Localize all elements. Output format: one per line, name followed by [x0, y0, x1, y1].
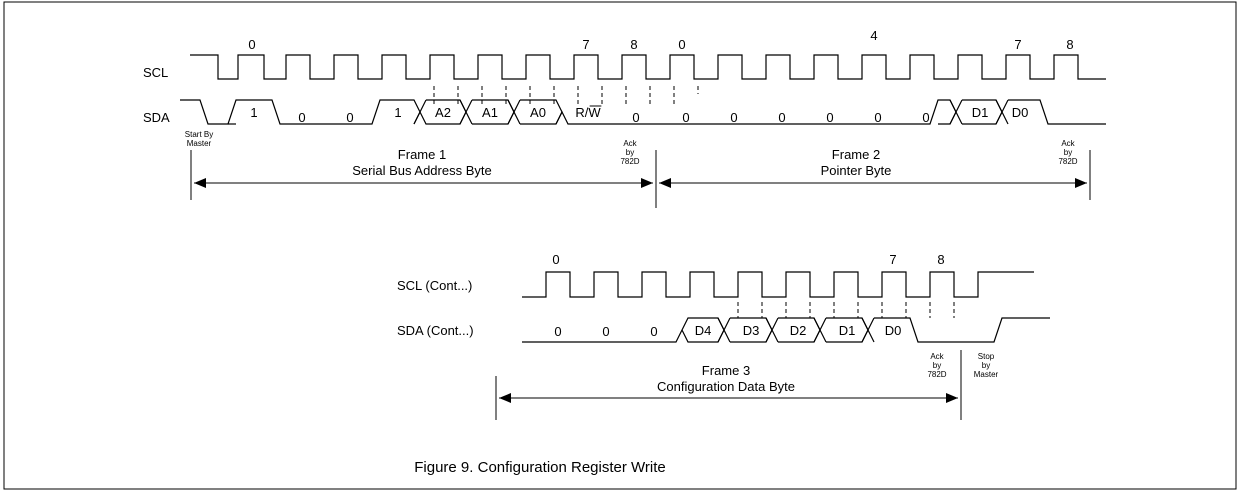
clock-number: 0 — [248, 37, 255, 52]
sda-cont-bit: D3 — [743, 323, 760, 338]
scl-cont-waveform — [522, 271, 1034, 298]
frame3-title: Frame 3 — [702, 363, 750, 378]
sda-bit: 0 — [922, 110, 929, 125]
figure-caption: Figure 9. Configuration Register Write — [414, 459, 666, 476]
stop-label: by — [982, 361, 990, 370]
ack-label: 782D — [927, 370, 946, 379]
sda-cont-bit: D4 — [695, 323, 712, 338]
sampling-marks-cont — [737, 302, 955, 318]
sda-cont-label: SDA (Cont...) — [397, 323, 474, 338]
sda-cont-waveform — [522, 317, 1050, 343]
sda-bit: A1 — [482, 105, 498, 120]
clock-number: 0 — [552, 252, 559, 267]
ack-label: 782D — [620, 157, 639, 166]
sda-cont-bit: 0 — [554, 324, 561, 339]
ack-label: by — [933, 361, 941, 370]
scl-waveform — [190, 54, 1106, 80]
clock-number: 8 — [630, 37, 637, 52]
clock-number: 8 — [1066, 37, 1073, 52]
scl-cont-label: SCL (Cont...) — [397, 278, 472, 293]
sda-cont-bit: D2 — [790, 323, 807, 338]
clock-number: 7 — [889, 252, 896, 267]
sda-bit: D0 — [1012, 105, 1029, 120]
clock-number: 4 — [870, 28, 877, 43]
start-label: Start By — [185, 130, 213, 139]
sda-bit: 0 — [778, 110, 785, 125]
stop-label: Stop — [978, 352, 995, 361]
start-label: Master — [187, 139, 212, 148]
sda-waveform — [180, 99, 1106, 125]
sda-bit: D1 — [972, 105, 989, 120]
clock-number: 0 — [678, 37, 685, 52]
ack-label: Ack — [930, 352, 944, 361]
frame1-title: Frame 1 — [398, 147, 446, 162]
sda-bit: 0 — [730, 110, 737, 125]
sampling-marks — [433, 86, 699, 104]
sda-bit: A2 — [435, 105, 451, 120]
sda-cont-bit: 0 — [602, 324, 609, 339]
clock-number: 7 — [582, 37, 589, 52]
sda-bit: 0 — [874, 110, 881, 125]
sda-bit: 1 — [250, 105, 257, 120]
ack-label: by — [1064, 148, 1072, 157]
sda-cont-bit: D0 — [885, 323, 902, 338]
sda-label: SDA — [143, 110, 170, 125]
ack-label: by — [626, 148, 634, 157]
sda-bit: 0 — [632, 110, 639, 125]
sda-bit: 0 — [346, 110, 353, 125]
frame3-subtitle: Configuration Data Byte — [657, 379, 795, 394]
frame2-subtitle: Pointer Byte — [821, 163, 892, 178]
sda-cont-bit: D1 — [839, 323, 856, 338]
sda-cont-bit: 0 — [650, 324, 657, 339]
ack-label: Ack — [623, 139, 637, 148]
sda-bit: 1 — [394, 105, 401, 120]
sda-bit: R/W — [575, 105, 601, 120]
scl-label: SCL — [143, 65, 168, 80]
ack-label: 782D — [1058, 157, 1077, 166]
sda-bit: 0 — [298, 110, 305, 125]
clock-number: 7 — [1014, 37, 1021, 52]
ack-label: Ack — [1061, 139, 1075, 148]
frame2-title: Frame 2 — [832, 147, 880, 162]
frame-arrows-top — [190, 150, 1091, 208]
sda-bit: 0 — [682, 110, 689, 125]
figure-border — [3, 1, 1237, 490]
frame1-subtitle: Serial Bus Address Byte — [352, 163, 491, 178]
stop-label: Master — [974, 370, 999, 379]
frame-arrows-bottom — [495, 350, 962, 420]
sda-bit: A0 — [530, 105, 546, 120]
clock-number: 8 — [937, 252, 944, 267]
sda-bit: 0 — [826, 110, 833, 125]
